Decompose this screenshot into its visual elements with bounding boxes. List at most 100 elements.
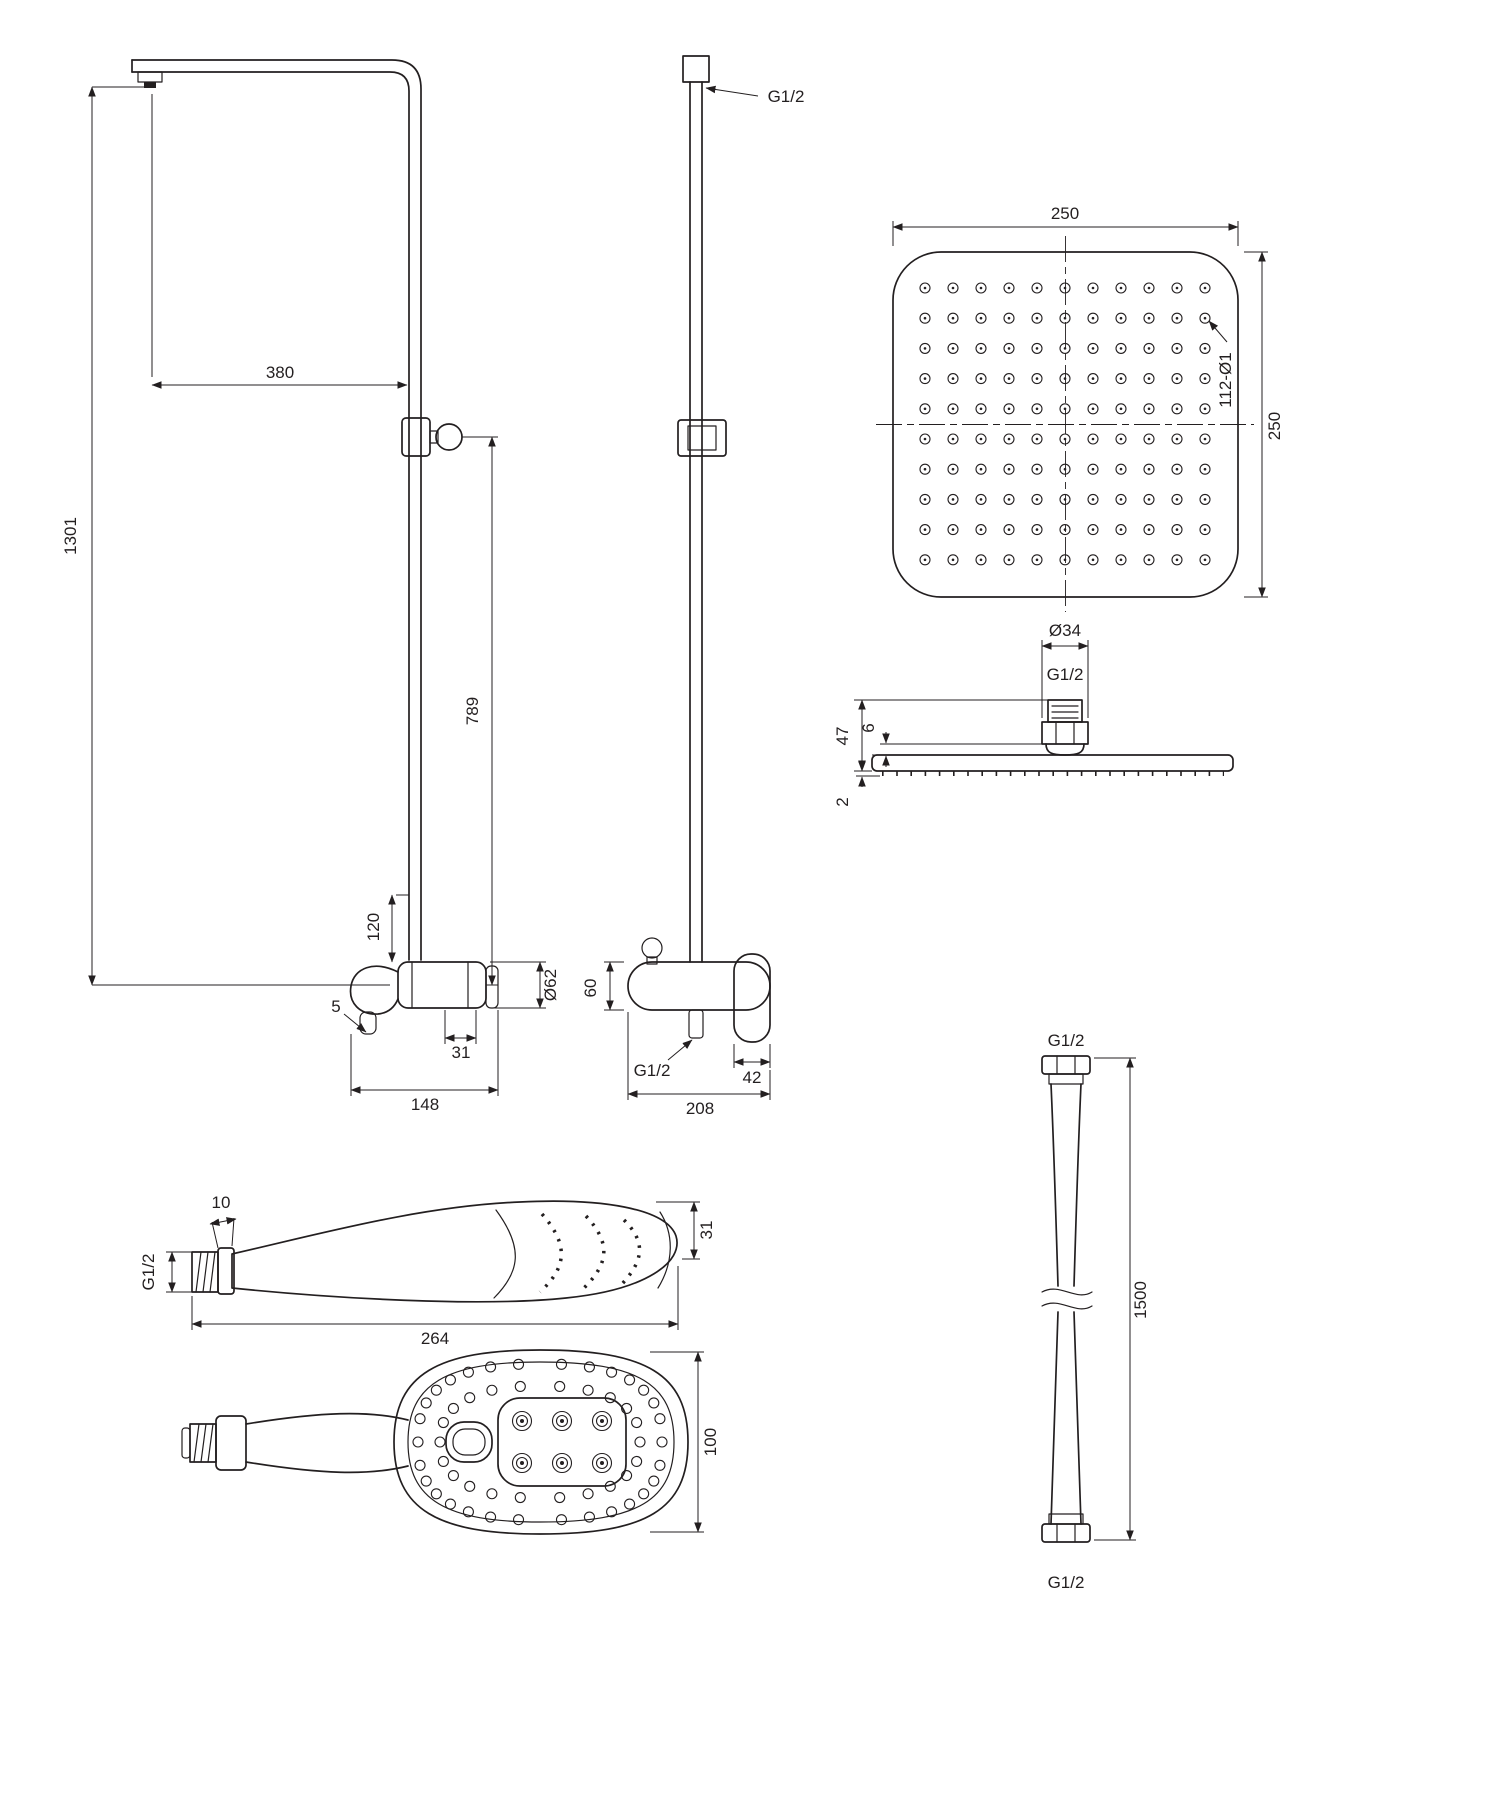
spray-hole xyxy=(947,282,959,294)
rain-nozzle-grid xyxy=(919,282,1211,566)
spray-hole xyxy=(951,528,955,531)
spray-hole xyxy=(1175,528,1179,531)
spray-hole xyxy=(560,1419,564,1423)
spray-hole xyxy=(512,1358,525,1370)
center-jet-box xyxy=(497,1397,627,1487)
spray-hole xyxy=(923,407,927,411)
mixer-body-front xyxy=(397,961,487,1009)
spray-hole xyxy=(1059,554,1071,566)
spray-hole xyxy=(648,1397,660,1409)
spray-hole xyxy=(1115,373,1127,385)
spray-hole xyxy=(975,493,987,505)
spray-hole xyxy=(1203,316,1207,320)
slider-bracket xyxy=(401,417,431,457)
dim-label-overall-height: 1301 xyxy=(61,517,80,555)
spray-hole xyxy=(414,1459,426,1471)
spray-hole xyxy=(631,1416,643,1429)
spray-hole xyxy=(919,282,931,294)
spray-hole xyxy=(1035,528,1039,531)
dim-label-hand-thread: G1/2 xyxy=(139,1254,158,1291)
hose-top-nut xyxy=(1041,1055,1091,1075)
spray-hole xyxy=(1035,377,1039,380)
spray-hole xyxy=(555,1514,568,1526)
spray-hole xyxy=(1059,373,1071,385)
outlet-stub xyxy=(688,1009,704,1039)
spray-hole xyxy=(1203,558,1207,562)
spray-hole xyxy=(919,524,931,536)
spray-hole xyxy=(485,1511,497,1523)
spray-hole xyxy=(555,1414,569,1428)
spray-hole xyxy=(1203,377,1207,380)
spray-hole xyxy=(919,342,931,354)
spray-hole xyxy=(1087,493,1099,505)
spray-hole xyxy=(1091,467,1095,471)
spray-hole xyxy=(1091,286,1095,290)
spray-hole xyxy=(515,1456,529,1470)
spray-hole xyxy=(604,1480,616,1492)
spray-hole xyxy=(1003,282,1015,294)
spray-hole xyxy=(1119,347,1123,350)
dim-label-handle-gap: 5 xyxy=(331,997,340,1016)
spray-hole xyxy=(1119,377,1123,380)
nozzle-dash-arc-2 xyxy=(582,1214,606,1290)
head-connector-tip xyxy=(144,82,156,88)
spray-hole xyxy=(1175,498,1179,501)
spray-hole xyxy=(1063,558,1067,562)
nozzle-dash-arc-1 xyxy=(538,1212,564,1294)
spray-hole xyxy=(979,558,983,562)
spray-hole xyxy=(591,1410,613,1432)
spray-hole xyxy=(1087,524,1099,536)
spray-hole xyxy=(555,1456,569,1470)
spray-hole xyxy=(1115,493,1127,505)
spray-hole xyxy=(430,1384,442,1396)
spray-hole xyxy=(1171,373,1183,385)
spray-hole xyxy=(437,1416,449,1429)
spray-hole xyxy=(975,403,987,415)
spray-hole xyxy=(1143,433,1155,445)
spray-hole xyxy=(621,1469,633,1482)
leader-g12-outlet xyxy=(667,1039,693,1061)
spray-hole xyxy=(1147,528,1151,531)
spray-hole xyxy=(1087,342,1099,354)
ball-joint xyxy=(1045,743,1085,756)
spray-hole xyxy=(1119,558,1123,562)
spray-hole xyxy=(1091,528,1095,531)
spray-hole xyxy=(1031,282,1043,294)
spray-hole xyxy=(606,1506,618,1518)
spray-hole xyxy=(1199,342,1211,354)
spray-hole xyxy=(1063,467,1067,471)
spray-hole xyxy=(1035,316,1039,320)
spray-hole xyxy=(1143,403,1155,415)
spray-hole xyxy=(919,463,931,475)
face-boundary-arc xyxy=(493,1209,516,1299)
spray-hole xyxy=(1035,498,1039,501)
spray-hole xyxy=(923,467,927,471)
spray-hole xyxy=(1007,528,1011,531)
spray-hole xyxy=(551,1452,573,1474)
spray-hole xyxy=(464,1480,476,1492)
dim-label-hand-length: 264 xyxy=(421,1329,449,1348)
spray-hole xyxy=(583,1511,595,1523)
dim-label-body-depth: 208 xyxy=(686,1099,714,1118)
spray-hole xyxy=(1003,373,1015,385)
spray-hole xyxy=(444,1498,456,1510)
nozzle-dash-arc-3 xyxy=(620,1218,642,1286)
spray-hole xyxy=(520,1419,524,1423)
spray-hole xyxy=(464,1392,476,1404)
cap-arc xyxy=(657,1211,671,1289)
shower-column-side-view: G1/2 60 G1/2 42 208 xyxy=(581,55,804,1118)
spray-hole xyxy=(1199,524,1211,536)
slider-knob xyxy=(435,423,463,451)
spray-hole xyxy=(444,1374,456,1386)
spray-hole xyxy=(1091,407,1095,411)
dim-label-outlet-thread: G1/2 xyxy=(634,1061,671,1080)
spray-hole xyxy=(919,493,931,505)
spray-hole xyxy=(1031,373,1043,385)
spray-hole xyxy=(1059,282,1071,294)
spray-hole xyxy=(1003,463,1015,475)
leader-g12-top xyxy=(705,85,759,97)
spray-hole xyxy=(1035,347,1039,350)
dim-label-handle-diameter: Ø62 xyxy=(541,969,560,1001)
dim-label-hose-length: 1500 xyxy=(1131,1281,1150,1319)
hose-left-edge-bottom xyxy=(1050,1311,1059,1525)
